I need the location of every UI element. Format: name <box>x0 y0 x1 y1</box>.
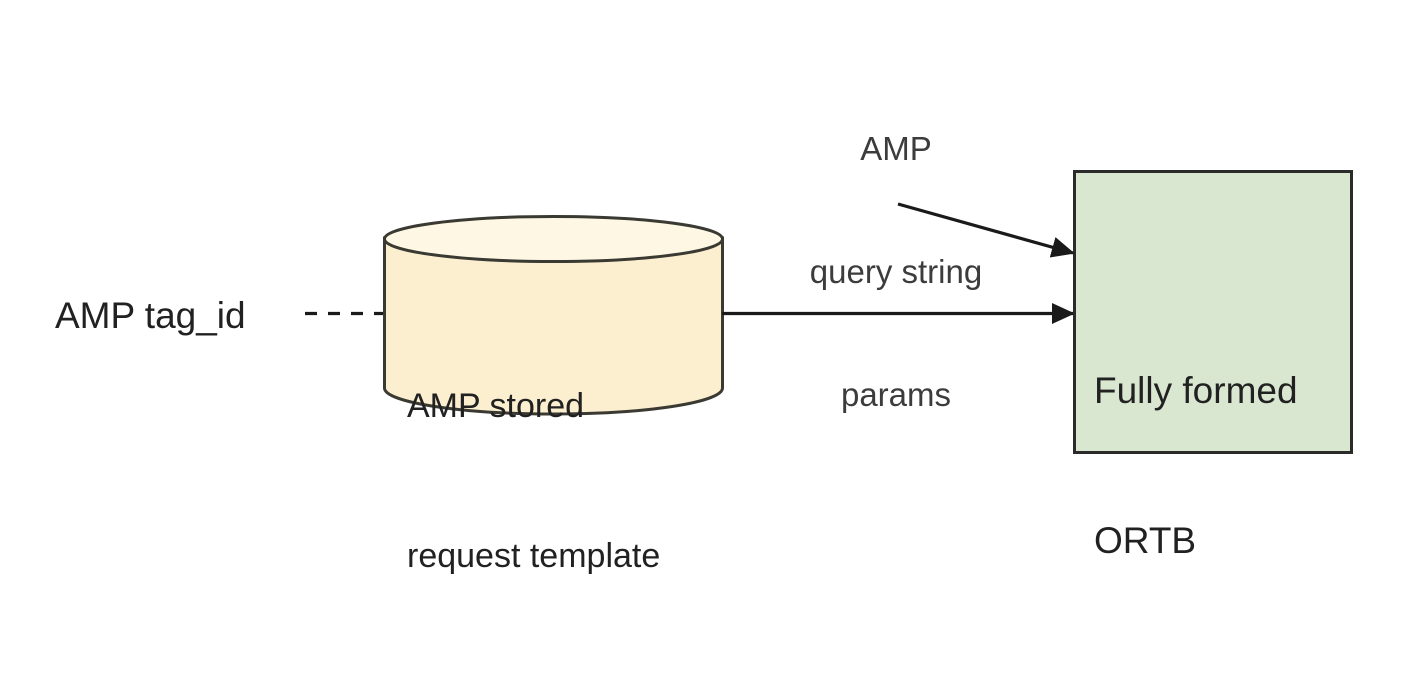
edge-params-to-ortb <box>897 202 1075 258</box>
amp-tag-id-label: AMP tag_id <box>55 295 246 336</box>
ortb-box <box>1073 170 1353 454</box>
cylinder-label: AMP stored request template <box>407 281 660 681</box>
diagram-shapes <box>305 170 1353 454</box>
cylinder-label-line-1: AMP stored <box>407 387 585 425</box>
cylinder-body <box>383 236 724 416</box>
ortb-label: Fully formed ORTB <box>1094 266 1298 666</box>
query-params-line-3: params <box>840 376 952 413</box>
query-params-line-1: AMP <box>860 130 932 167</box>
ortb-label-line-1: Fully formed <box>1094 370 1298 411</box>
query-params-line-2: query string <box>809 253 983 290</box>
cylinder-top-ellipse <box>383 215 724 263</box>
diagram-canvas: AMP tag_id AMP stored request template F… <box>55 46 1353 575</box>
ortb-label-line-2: ORTB <box>1094 520 1197 561</box>
cylinder-label-line-2: request template <box>407 537 661 575</box>
amp-query-string-params-label: AMP query string params <box>772 46 1020 497</box>
